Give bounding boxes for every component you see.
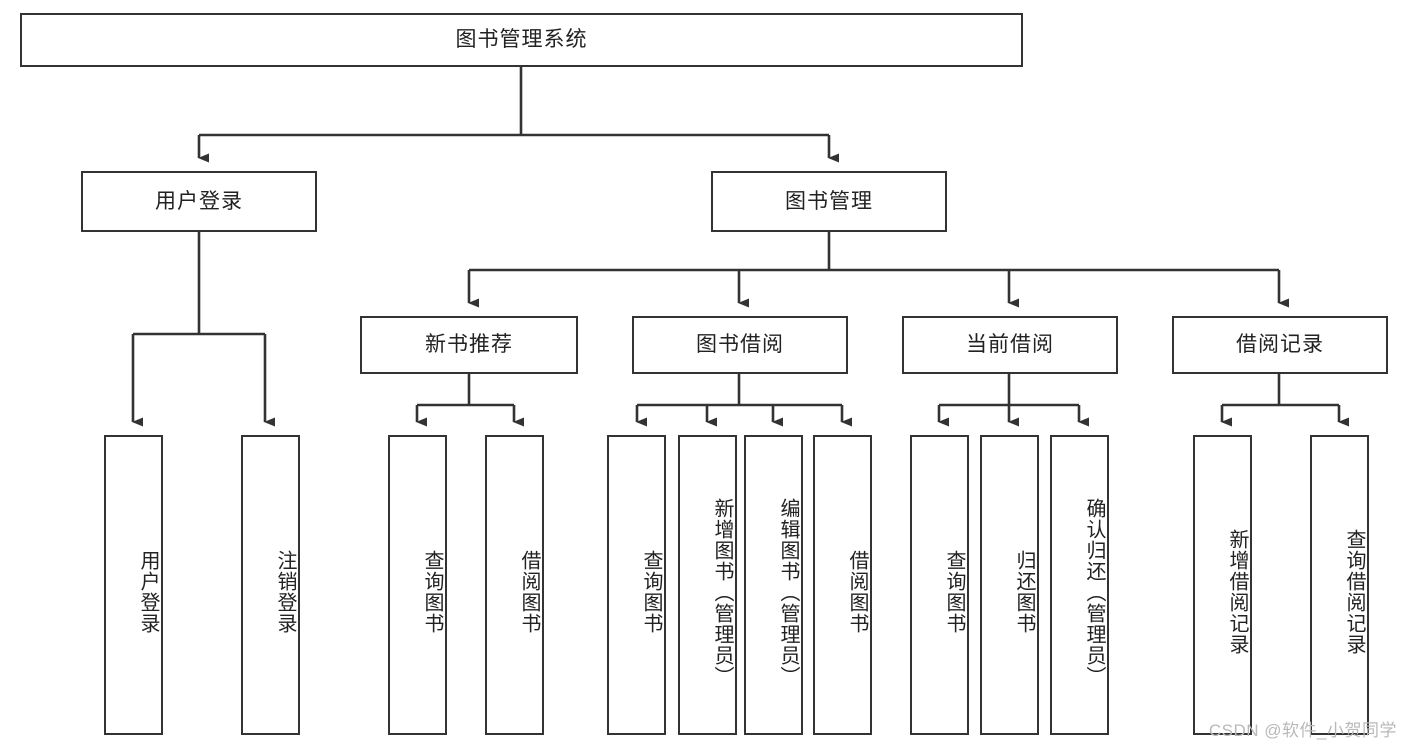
node-book-management[interactable]: 图书管理 [711, 171, 947, 232]
node-label: 当前借阅 [966, 333, 1054, 357]
node-label: 查询图书 [640, 550, 662, 634]
node-label: 编辑图书（管理员） [777, 497, 799, 687]
node-label: 归还图书 [1013, 550, 1035, 634]
leaf-borrow-add-book-admin[interactable]: 新增图书（管理员） [678, 435, 737, 735]
node-label: 借阅图书 [846, 550, 868, 634]
leaf-current-query-book[interactable]: 查询图书 [910, 435, 969, 735]
leaf-new-books-borrow-book[interactable]: 借阅图书 [485, 435, 544, 735]
csdn-watermark: CSDN @软件_小贺同学 [1208, 721, 1397, 740]
node-label: 图书借阅 [696, 333, 784, 357]
leaf-current-confirm-return-admin[interactable]: 确认归还（管理员） [1050, 435, 1109, 735]
node-root-system[interactable]: 图书管理系统 [20, 13, 1023, 67]
node-borrow-records[interactable]: 借阅记录 [1172, 316, 1388, 374]
node-label: 新书推荐 [425, 333, 513, 357]
node-label: 借阅记录 [1236, 333, 1324, 357]
leaf-user-login-logout[interactable]: 注销登录 [241, 435, 300, 735]
node-label: 查询图书 [943, 550, 965, 634]
node-label: 查询图书 [421, 550, 443, 634]
node-label: 图书管理系统 [455, 28, 588, 52]
leaf-borrow-query-book[interactable]: 查询图书 [607, 435, 666, 735]
node-label: 确认归还（管理员） [1083, 497, 1105, 687]
leaf-user-login-login[interactable]: 用户登录 [104, 435, 163, 735]
node-label: 借阅图书 [518, 550, 540, 634]
node-current-borrow[interactable]: 当前借阅 [902, 316, 1118, 374]
node-label: 注销登录 [274, 550, 296, 634]
leaf-current-return-book[interactable]: 归还图书 [980, 435, 1039, 735]
leaf-records-add-record[interactable]: 新增借阅记录 [1193, 435, 1252, 735]
leaf-new-books-query-book[interactable]: 查询图书 [388, 435, 447, 735]
node-label: 新增图书（管理员） [711, 497, 733, 687]
node-label: 查询借阅记录 [1343, 529, 1365, 655]
node-label: 新增借阅记录 [1226, 529, 1248, 655]
node-label: 图书管理 [785, 189, 873, 213]
leaf-borrow-edit-book-admin[interactable]: 编辑图书（管理员） [744, 435, 803, 735]
node-label: 用户登录 [137, 550, 159, 634]
leaf-records-query-record[interactable]: 查询借阅记录 [1310, 435, 1369, 735]
node-new-book-recommend[interactable]: 新书推荐 [360, 316, 578, 374]
node-label: 用户登录 [155, 189, 243, 213]
node-book-borrow[interactable]: 图书借阅 [632, 316, 848, 374]
node-user-login[interactable]: 用户登录 [81, 171, 317, 232]
leaf-borrow-borrow-book[interactable]: 借阅图书 [813, 435, 872, 735]
